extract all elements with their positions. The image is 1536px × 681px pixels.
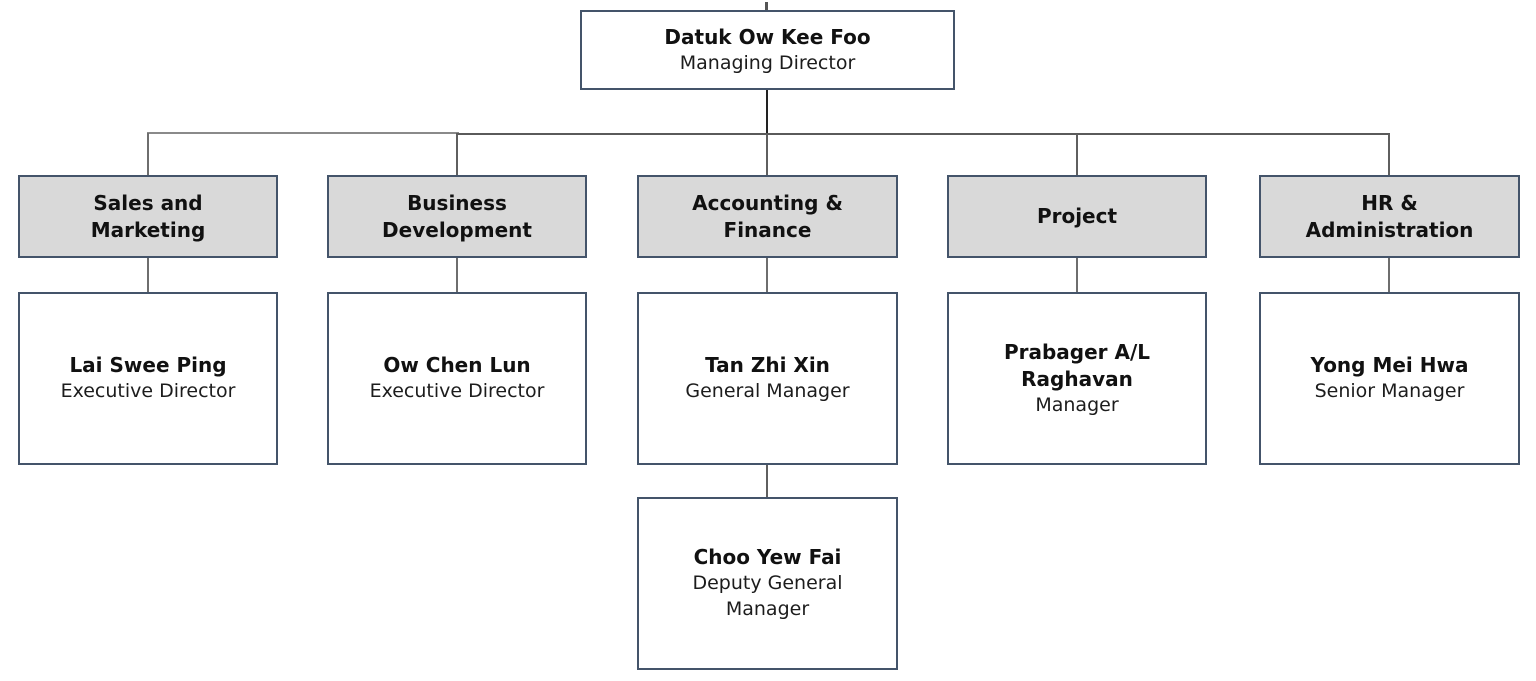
person-box-ow-chen-lun: Ow Chen Lun Executive Director xyxy=(327,292,587,465)
dept-box-hr-administration: HR & Administration xyxy=(1259,175,1520,258)
dept-label: Business Development xyxy=(382,190,532,242)
person-name: Choo Yew Fai xyxy=(693,545,842,570)
dept-box-sales-and-marketing: Sales and Marketing xyxy=(18,175,278,258)
connector-horizontal-right xyxy=(456,133,1390,135)
connector-sales-to-head xyxy=(147,258,149,292)
connector-drop-project xyxy=(1076,134,1078,175)
person-title: Senior Manager xyxy=(1314,380,1465,403)
person-name: Prabager A/L Raghavan xyxy=(1003,339,1151,391)
person-title: Executive Director xyxy=(60,380,236,403)
connector-accounting-to-head xyxy=(766,258,768,292)
connector-drop-sales xyxy=(147,133,149,175)
person-box-prabager-raghavan: Prabager A/L Raghavan Manager xyxy=(947,292,1207,465)
connector-business-to-head xyxy=(456,258,458,292)
root-name: Datuk Ow Kee Foo xyxy=(664,24,871,49)
dept-label: Sales and Marketing xyxy=(90,190,206,242)
connector-stub-above-root xyxy=(765,2,768,10)
person-title: Deputy General Manager xyxy=(692,572,843,620)
dept-label: HR & Administration xyxy=(1305,190,1474,242)
person-name: Lai Swee Ping xyxy=(69,353,227,378)
connector-horizontal-left xyxy=(147,132,459,134)
dept-label: Project xyxy=(1036,204,1118,228)
person-title: Executive Director xyxy=(369,380,545,403)
root-box-managing-director: Datuk Ow Kee Foo Managing Director xyxy=(580,10,955,90)
person-box-lai-swee-ping: Lai Swee Ping Executive Director xyxy=(18,292,278,465)
person-box-tan-zhi-xin: Tan Zhi Xin General Manager xyxy=(637,292,898,465)
person-name: Ow Chen Lun xyxy=(383,353,531,378)
connector-hr-to-head xyxy=(1388,258,1390,292)
dept-box-business-development: Business Development xyxy=(327,175,587,258)
dept-box-project: Project xyxy=(947,175,1207,258)
connector-drop-accounting xyxy=(766,134,768,175)
person-name: Tan Zhi Xin xyxy=(705,353,830,378)
connector-head-to-deputy xyxy=(766,465,768,497)
person-name: Yong Mei Hwa xyxy=(1310,353,1469,378)
connector-root-vertical xyxy=(766,90,768,134)
connector-drop-hr xyxy=(1388,134,1390,175)
connector-project-to-head xyxy=(1076,258,1078,292)
person-title: General Manager xyxy=(685,380,850,403)
person-title: Manager xyxy=(1035,393,1119,416)
person-box-choo-yew-fai: Choo Yew Fai Deputy General Manager xyxy=(637,497,898,670)
person-box-yong-mei-hwa: Yong Mei Hwa Senior Manager xyxy=(1259,292,1520,465)
dept-label: Accounting & Finance xyxy=(692,190,843,242)
connector-drop-business xyxy=(456,134,458,175)
dept-box-accounting-finance: Accounting & Finance xyxy=(637,175,898,258)
root-title: Managing Director xyxy=(679,51,856,74)
